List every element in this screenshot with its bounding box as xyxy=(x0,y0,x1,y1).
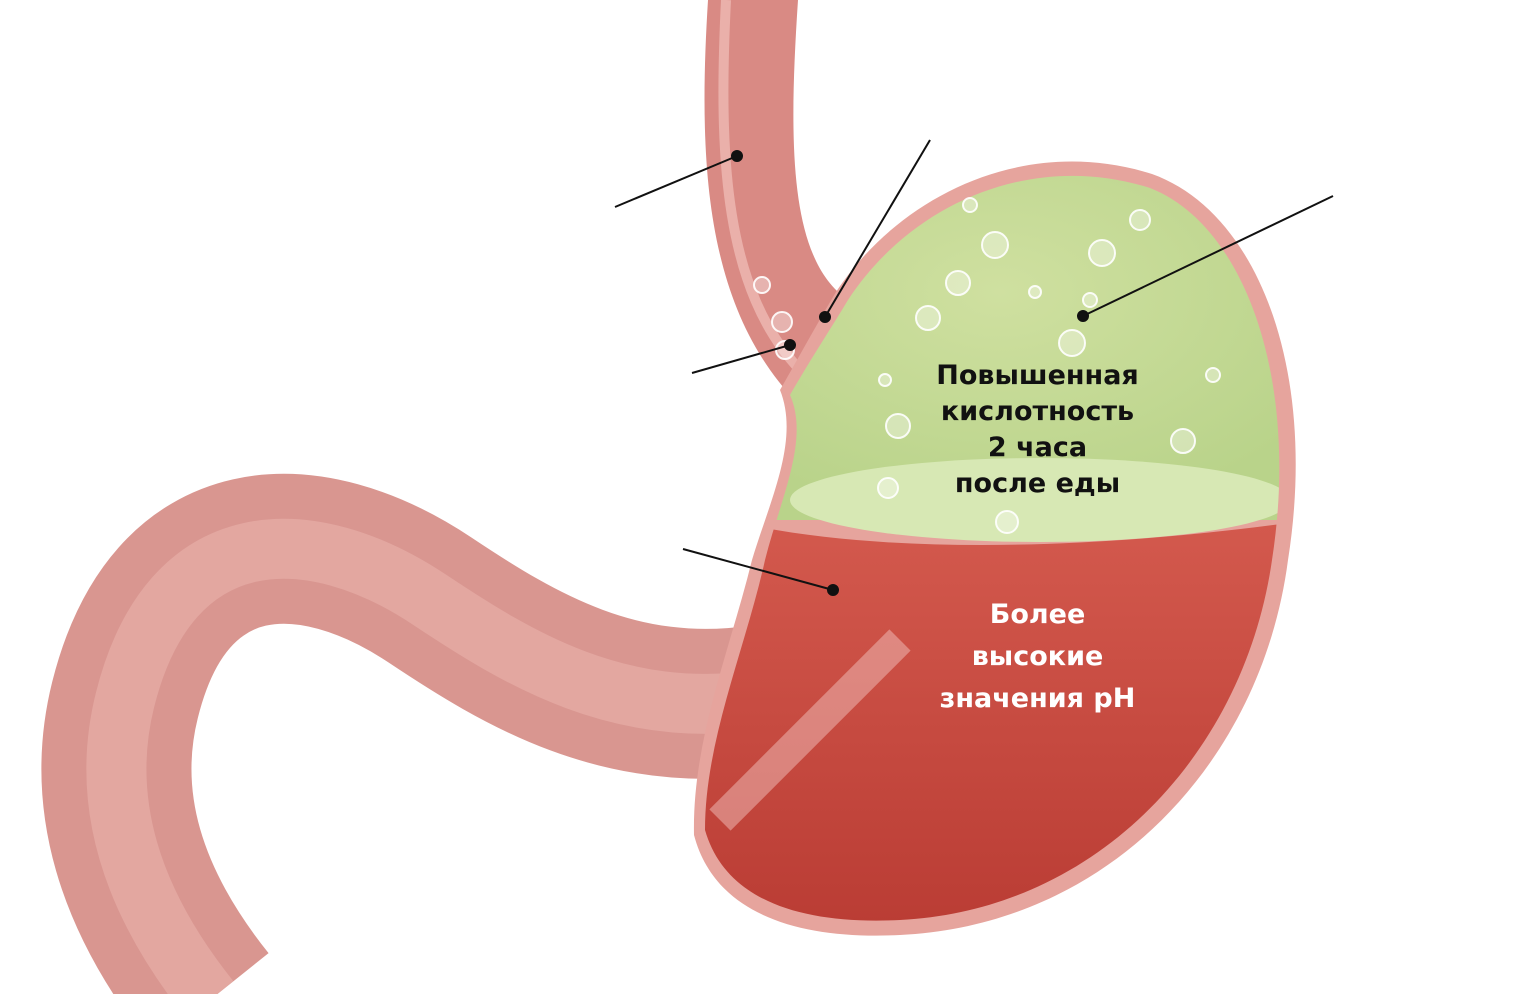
acid-zone-label: Повышенная кислотность 2 часа после еды xyxy=(905,358,1170,502)
leader-dot xyxy=(784,339,796,351)
leader-dot xyxy=(1077,310,1089,322)
ph-zone-label: Более высокие значения pH xyxy=(905,594,1170,720)
esophagus xyxy=(704,0,848,395)
leader-line xyxy=(682,548,834,591)
ph-label-line: высокие xyxy=(971,641,1104,672)
ph-label-line: значения pH xyxy=(939,683,1136,714)
acid-label-line: кислотность xyxy=(940,396,1135,427)
bubbles xyxy=(753,197,1221,534)
leader-dot xyxy=(731,150,743,162)
leader-dot xyxy=(819,311,831,323)
leader-line xyxy=(691,344,791,374)
acid-label-line: после еды xyxy=(954,468,1121,499)
leader-line xyxy=(824,139,931,318)
leader-dot xyxy=(827,584,839,596)
ph-label-line: Более xyxy=(989,599,1086,630)
acid-label-line: Повышенная xyxy=(936,360,1139,391)
leader-lines xyxy=(614,139,1334,596)
acid-label-line: 2 часа xyxy=(987,432,1088,463)
leader-line xyxy=(614,155,738,208)
leader-line xyxy=(1082,195,1334,317)
